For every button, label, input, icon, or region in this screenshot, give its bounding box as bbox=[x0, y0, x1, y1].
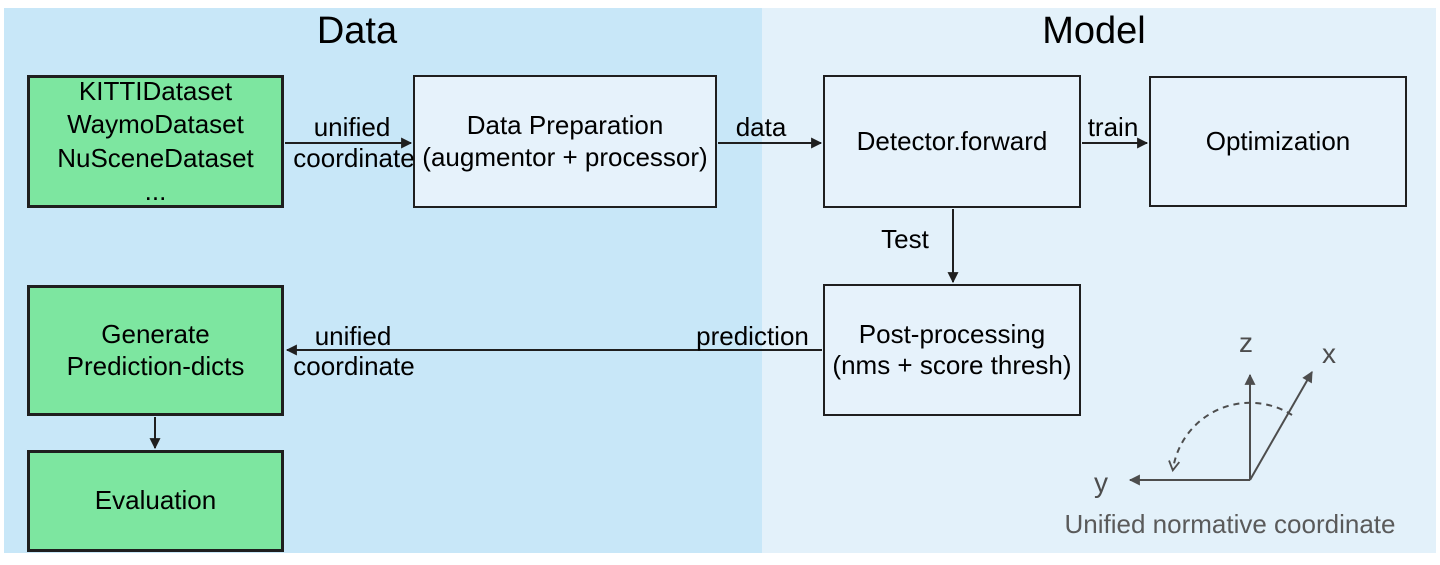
prediction-dicts-line: Prediction-dicts bbox=[66, 350, 245, 381]
dataset-line-ellipsis: ... bbox=[144, 175, 167, 206]
dataset-line-waymo: WaymoDataset bbox=[67, 109, 244, 140]
generate-prediction-dicts-box: Generate Prediction-dicts bbox=[27, 285, 284, 416]
datasets-box: KITTIDataset WaymoDataset NuSceneDataset… bbox=[27, 75, 284, 208]
edge-label-train: train bbox=[1087, 112, 1139, 142]
edge-label-unified-top: unified bbox=[313, 112, 391, 142]
edge-label-data: data bbox=[735, 112, 787, 142]
detector-forward-box: Detector.forward bbox=[823, 75, 1081, 208]
edge-label-coordinate-top: coordinate bbox=[293, 143, 415, 173]
data-preparation-title-line: Data Preparation bbox=[466, 110, 664, 141]
post-processing-title-line: Post-processing bbox=[858, 318, 1046, 349]
optimization-label: Optimization bbox=[1205, 125, 1351, 156]
evaluation-box: Evaluation bbox=[27, 450, 284, 552]
coordinate-diagram-caption: Unified normative coordinate bbox=[1064, 509, 1396, 539]
post-processing-box-text: Post-processing (nms + score thresh) bbox=[832, 319, 1071, 381]
model-section-title: Model bbox=[1042, 10, 1146, 52]
data-preparation-detail-line: (augmentor + processor) bbox=[422, 141, 708, 172]
data-preparation-box-text: Data Preparation (augmentor + processor) bbox=[422, 110, 707, 172]
edge-label-unified-bottom: unified bbox=[314, 321, 392, 351]
edge-label-prediction: prediction bbox=[696, 321, 809, 351]
post-processing-box: Post-processing (nms + score thresh) bbox=[823, 284, 1081, 416]
detector-forward-label: Detector.forward bbox=[856, 125, 1048, 156]
edge-label-coordinate-bottom: coordinate bbox=[293, 351, 415, 381]
generate-line: Generate bbox=[101, 319, 210, 350]
evaluation-label: Evaluation bbox=[94, 485, 217, 516]
datasets-box-text: KITTIDataset WaymoDataset NuSceneDataset… bbox=[57, 75, 254, 208]
edge-label-test: Test bbox=[881, 224, 929, 254]
data-preparation-box: Data Preparation (augmentor + processor) bbox=[413, 75, 717, 208]
data-section-title: Data bbox=[316, 10, 398, 52]
generate-prediction-box-text: Generate Prediction-dicts bbox=[67, 319, 245, 381]
post-processing-detail-line: (nms + score thresh) bbox=[832, 350, 1072, 380]
optimization-box: Optimization bbox=[1149, 76, 1407, 207]
dataset-line-nuscene: NuSceneDataset bbox=[57, 142, 254, 173]
dataset-line-kitti: KITTIDataset bbox=[78, 75, 233, 106]
